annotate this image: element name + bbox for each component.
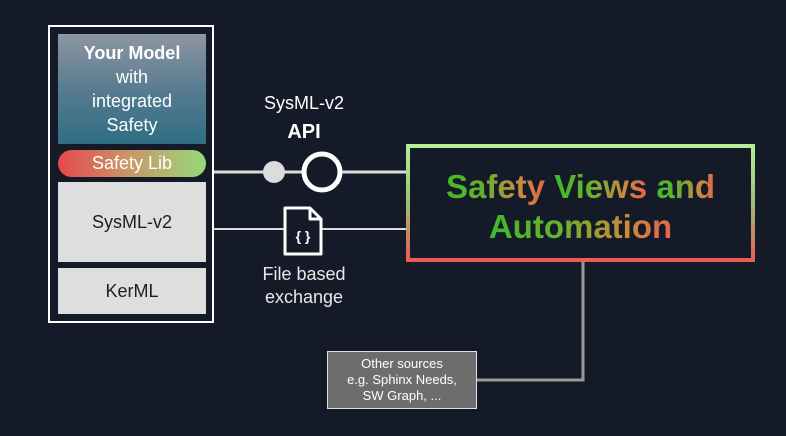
safety-views-automation-box: Safety Views and Automation [406,144,755,262]
target-word-automation: Automation [488,208,673,245]
api-caption: SysML-v2 [263,93,344,113]
api-label: API [287,121,321,143]
other-sources-box: Other sources e.g. Sphinx Needs, SW Grap… [327,351,477,409]
model-title: Your Model [83,43,181,63]
other-sources-line-2: e.g. Sphinx Needs, [347,372,457,387]
model-line-2: integrated [91,91,173,111]
file-caption-line-2: exchange [264,287,344,307]
your-model-block: Your Model with integrated Safety [58,34,206,144]
target-word-views: Views [554,168,648,205]
target-word-safety: Safety [445,168,546,205]
kerml-block: KerML [58,268,206,314]
other-sources-line-3: SW Graph, ... [362,388,442,403]
target-word-and: and [656,168,716,205]
model-stack-frame [48,25,214,323]
other-sources-line-1: Other sources [361,356,443,371]
other-sources-connector [477,262,585,382]
model-line-1: with [115,67,148,87]
sysml-v2-block: SysML-v2 [58,182,206,262]
safety-lib-pill: Safety Lib [58,150,206,177]
target-title-line-2: Automation [410,207,751,247]
json-file-icon: { } [283,206,323,256]
file-exchange-caption: File based exchange [246,263,362,309]
target-title-line-1: Safety Views and [410,167,751,207]
model-line-3: Safety [106,115,158,135]
api-socket-icon [301,151,343,193]
file-icon-glyph: { } [296,228,311,244]
file-caption-line-1: File based [262,264,346,284]
